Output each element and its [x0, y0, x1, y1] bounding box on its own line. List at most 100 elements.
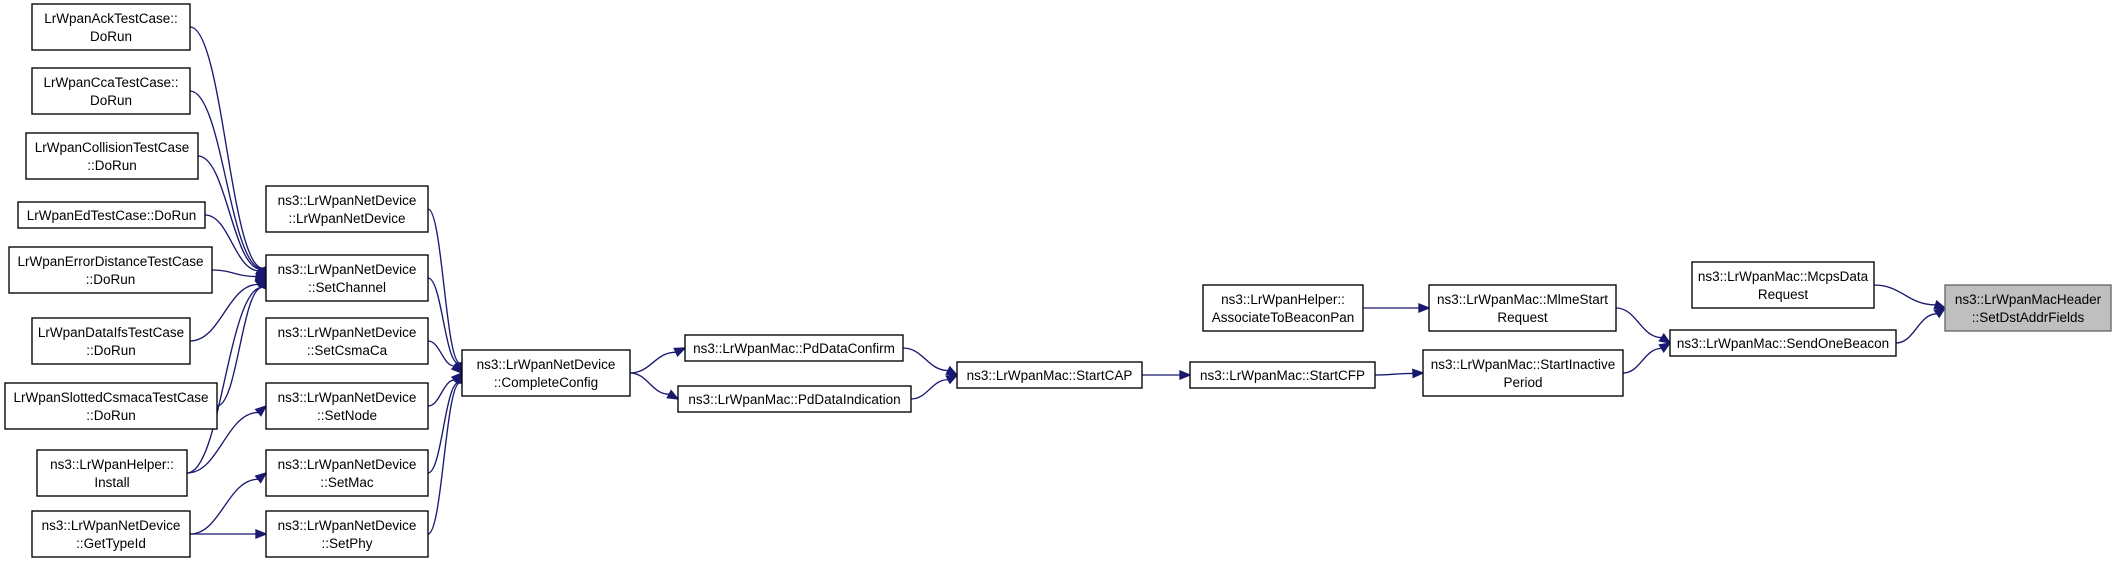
edge-gettypeid-to-setmac — [189, 471, 268, 535]
node-slotted[interactable]: LrWpanSlottedCsmacaTestCase::DoRun — [4, 382, 218, 430]
node-box — [1189, 361, 1376, 389]
node-label: LrWpanCollisionTestCase — [35, 140, 190, 155]
node-assocbeacon[interactable]: ns3::LrWpanHelper::AssociateToBeaconPan — [1202, 284, 1364, 332]
node-box — [265, 382, 429, 430]
node-label: LrWpanCcaTestCase:: — [43, 75, 178, 90]
node-label: ns3::LrWpanMac::PdDataConfirm — [693, 341, 895, 356]
node-setcsmaca[interactable]: ns3::LrWpanNetDevice::SetCsmaCa — [265, 317, 429, 365]
node-label: ns3::LrWpanNetDevice — [278, 390, 417, 405]
edge-layer — [186, 26, 1947, 539]
edge-setcsmaca-to-completeconfig — [427, 340, 464, 375]
node-ctor[interactable]: ns3::LrWpanNetDevice::LrWpanNetDevice — [265, 185, 429, 233]
node-box — [4, 382, 218, 430]
edge-mlmestart-to-sendonebeacon — [1615, 307, 1672, 344]
node-ed[interactable]: LrWpanEdTestCase::DoRun — [17, 201, 206, 229]
edge-mcpsdata-to-target — [1873, 284, 1947, 310]
edge-ctor-to-completeconfig — [427, 208, 465, 375]
node-label: Request — [1497, 310, 1548, 325]
node-box — [31, 67, 191, 115]
node-label: ::DoRun — [86, 408, 136, 423]
node-dataifs[interactable]: LrWpanDataIfsTestCase::DoRun — [31, 317, 191, 365]
node-label: ns3::LrWpanNetDevice — [278, 193, 417, 208]
edge-startinactive-to-sendonebeacon — [1622, 342, 1672, 374]
node-label: ns3::LrWpanNetDevice — [278, 262, 417, 277]
node-label: Period — [1503, 375, 1542, 390]
node-label: ::SetNode — [317, 408, 377, 423]
node-target[interactable]: ns3::LrWpanMacHeader::SetDstAddrFields — [1944, 284, 2112, 332]
node-errdist[interactable]: LrWpanErrorDistanceTestCase::DoRun — [8, 246, 213, 294]
node-startcfp[interactable]: ns3::LrWpanMac::StartCFP — [1189, 361, 1376, 389]
node-label: ns3::LrWpanMac::StartCAP — [967, 368, 1133, 383]
node-label: LrWpanErrorDistanceTestCase — [17, 254, 203, 269]
node-label: ::SetPhy — [321, 536, 372, 551]
edge-gettypeid-to-setphy — [189, 529, 268, 539]
node-setnode[interactable]: ns3::LrWpanNetDevice::SetNode — [265, 382, 429, 430]
node-box — [265, 449, 429, 497]
node-box — [36, 449, 188, 497]
node-box — [31, 317, 191, 365]
node-label: DoRun — [90, 29, 132, 44]
node-box — [1428, 284, 1617, 332]
node-label: AssociateToBeaconPan — [1212, 310, 1355, 325]
node-sendonebeacon[interactable]: ns3::LrWpanMac::SendOneBeacon — [1669, 329, 1897, 357]
node-label: ::SetDstAddrFields — [1972, 310, 2085, 325]
edge-assocbeacon-to-mlmestart — [1362, 303, 1431, 313]
node-label: ::DoRun — [86, 272, 136, 287]
node-label: LrWpanSlottedCsmacaTestCase — [13, 390, 208, 405]
node-label: ::GetTypeId — [76, 536, 146, 551]
node-collision[interactable]: LrWpanCollisionTestCase::DoRun — [25, 132, 199, 180]
node-label: ns3::LrWpanMac::PdDataIndication — [688, 392, 900, 407]
edge-sendonebeacon-to-target — [1895, 306, 1947, 344]
node-box — [461, 349, 631, 397]
node-label: ::SetMac — [320, 475, 374, 490]
node-label: ns3::LrWpanMac::SendOneBeacon — [1677, 336, 1889, 351]
node-box — [956, 361, 1143, 389]
node-box — [684, 334, 904, 362]
node-label: ns3::LrWpanMac::StartCFP — [1200, 368, 1365, 383]
node-setphy[interactable]: ns3::LrWpanNetDevice::SetPhy — [265, 510, 429, 558]
node-label: DoRun — [90, 93, 132, 108]
node-completeconfig[interactable]: ns3::LrWpanNetDevice::CompleteConfig — [461, 349, 631, 397]
node-box — [17, 201, 206, 229]
node-box — [8, 246, 213, 294]
node-label: ns3::LrWpanMac::MlmeStart — [1437, 292, 1608, 307]
node-setmac[interactable]: ns3::LrWpanNetDevice::SetMac — [265, 449, 429, 497]
node-box — [265, 185, 429, 233]
node-pddataconfirm[interactable]: ns3::LrWpanMac::PdDataConfirm — [684, 334, 904, 362]
node-label: ns3::LrWpanMac::StartInactive — [1431, 357, 1616, 372]
edge-completeconfig-to-pddataindication — [629, 372, 680, 400]
node-gettypeid[interactable]: ns3::LrWpanNetDevice::GetTypeId — [31, 510, 191, 558]
edge-startcfp-to-startinactive — [1374, 368, 1425, 379]
node-label: ns3::LrWpanHelper:: — [1221, 292, 1345, 307]
node-helperinstall[interactable]: ns3::LrWpanHelper::Install — [36, 449, 188, 497]
node-label: ::DoRun — [86, 343, 136, 358]
node-cca[interactable]: LrWpanCcaTestCase::DoRun — [31, 67, 191, 115]
node-label: ns3::LrWpanMac::McpsData — [1698, 269, 1869, 284]
node-pddataindication[interactable]: ns3::LrWpanMac::PdDataIndication — [677, 385, 912, 413]
node-ack[interactable]: LrWpanAckTestCase::DoRun — [31, 3, 191, 51]
node-label: LrWpanEdTestCase::DoRun — [27, 208, 197, 223]
node-box — [25, 132, 199, 180]
node-box — [1669, 329, 1897, 357]
node-setchannel[interactable]: ns3::LrWpanNetDevice::SetChannel — [265, 254, 429, 302]
edge-pddataconfirm-to-startcap — [902, 347, 959, 376]
node-box — [677, 385, 912, 413]
node-label: Request — [1758, 287, 1809, 302]
node-label: ns3::LrWpanNetDevice — [278, 325, 417, 340]
edge-slotted-to-setchannel — [216, 276, 267, 407]
node-startcap[interactable]: ns3::LrWpanMac::StartCAP — [956, 361, 1143, 389]
edge-pddataindication-to-startcap — [910, 374, 959, 400]
node-label: ns3::LrWpanMacHeader — [1955, 292, 2102, 307]
node-label: ::SetChannel — [308, 280, 386, 295]
edge-helperinstall-to-setnode — [186, 404, 268, 474]
edge-setphy-to-completeconfig — [427, 371, 465, 535]
node-box — [265, 317, 429, 365]
node-box — [1944, 284, 2112, 332]
node-label: ns3::LrWpanNetDevice — [477, 357, 616, 372]
node-label: ::LrWpanNetDevice — [288, 211, 405, 226]
node-label: ::DoRun — [87, 158, 137, 173]
